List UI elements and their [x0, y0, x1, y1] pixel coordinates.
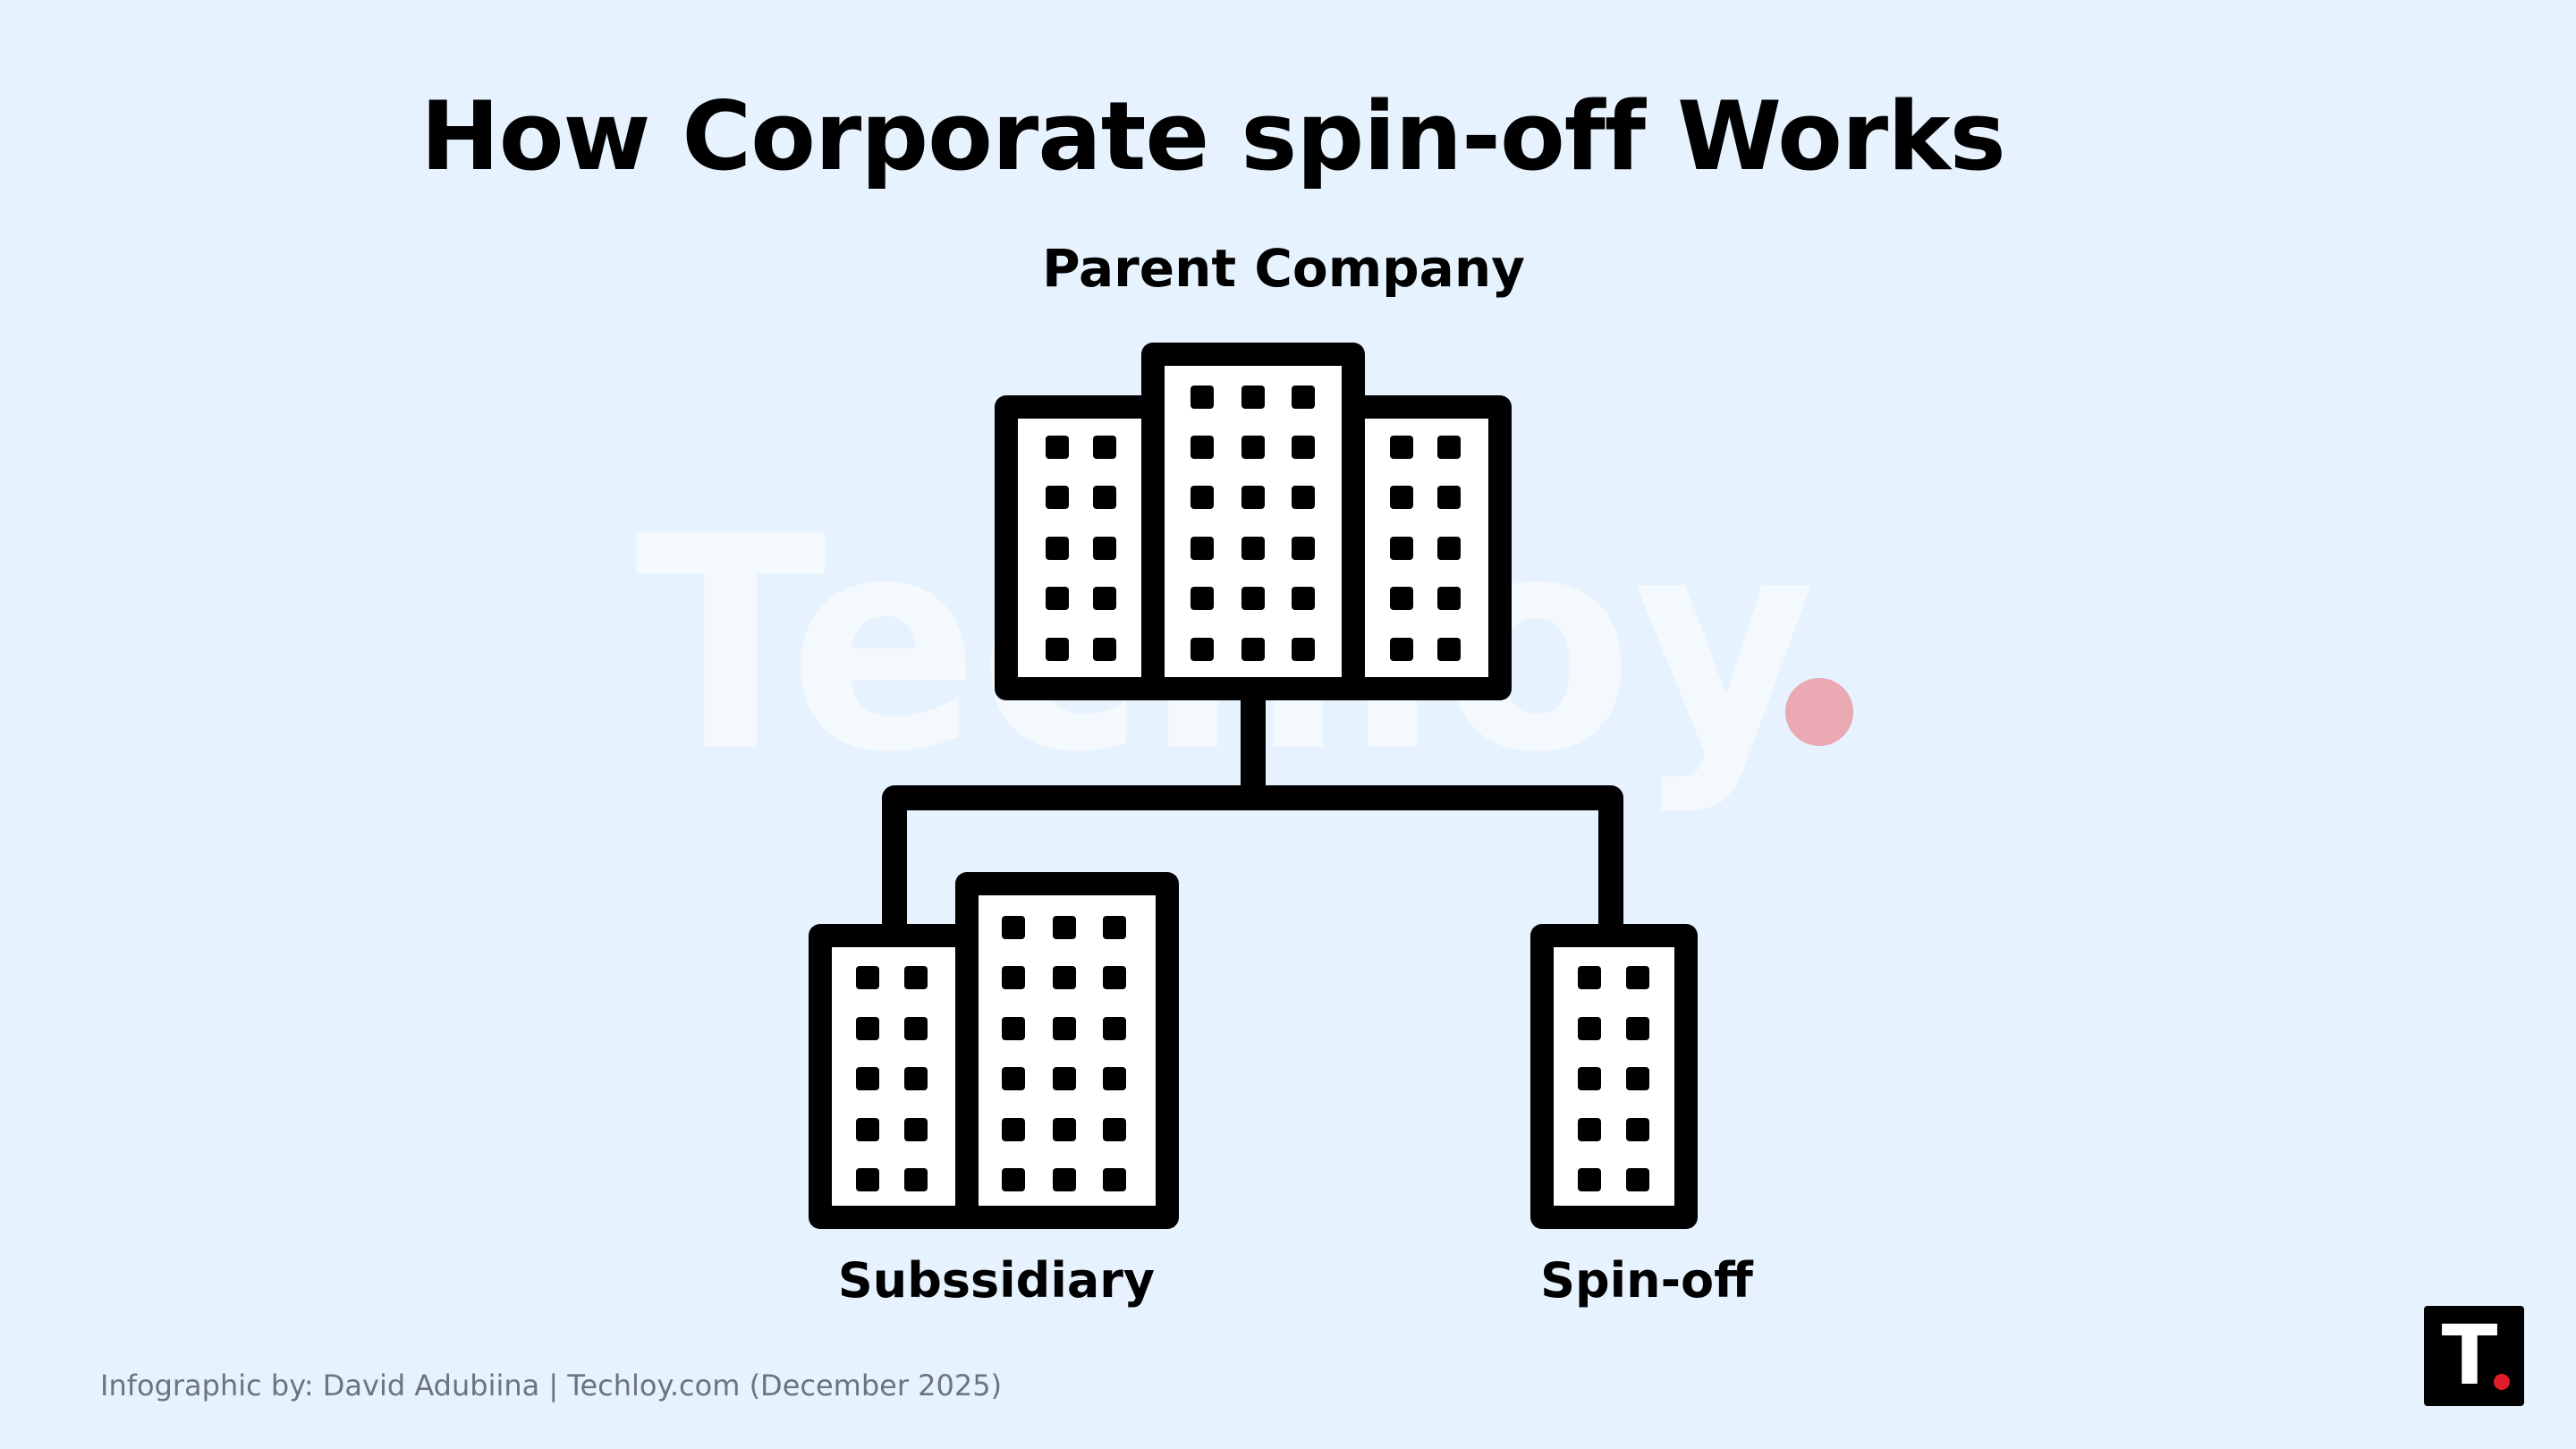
building-left: [995, 395, 1165, 700]
logo-dot: [2494, 1374, 2510, 1390]
subsidiary-label: Subssidiary: [837, 1252, 1156, 1309]
subsidiary-icon: [809, 872, 1179, 1229]
windows: [856, 916, 1126, 1191]
connector-lines: [882, 685, 1623, 941]
building-right: [1341, 395, 1512, 700]
spin-off-label: Spin-off: [1540, 1252, 1753, 1309]
parent-company-icon: [995, 343, 1512, 700]
logo-letter: T: [2441, 1308, 2498, 1403]
spin-off-icon: [1530, 924, 1698, 1229]
footer-credit: Infographic by: David Adubiina | Techloy…: [100, 1368, 1003, 1402]
watermark-dot: [1785, 678, 1853, 746]
building-single: [1530, 924, 1698, 1229]
building-center: [1141, 343, 1365, 700]
windows: [1046, 386, 1461, 661]
connector-branch: [882, 785, 1623, 941]
building-tall: [955, 872, 1179, 1229]
page-title: How Corporate spin-off Works: [420, 81, 2006, 191]
brand-logo: T: [2424, 1306, 2524, 1406]
parent-company-label: Parent Company: [1042, 238, 1525, 299]
windows: [1578, 966, 1649, 1191]
building-short: [809, 924, 979, 1229]
